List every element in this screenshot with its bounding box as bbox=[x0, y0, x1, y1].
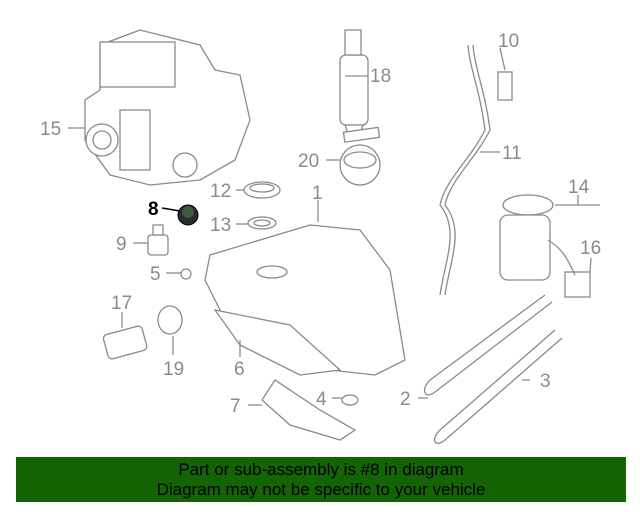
part-2-strap[interactable] bbox=[423, 294, 553, 396]
part-7-bracket[interactable] bbox=[261, 379, 357, 441]
part-10-11-fuel-lines[interactable] bbox=[439, 44, 513, 296]
callout-14: 14 bbox=[568, 177, 590, 198]
callout-10: 10 bbox=[498, 31, 519, 52]
part-5-grommet[interactable] bbox=[180, 268, 192, 280]
part-20-filter-bracket[interactable] bbox=[339, 126, 381, 186]
callout-18: 18 bbox=[370, 66, 391, 87]
part-3-strap[interactable] bbox=[433, 329, 563, 444]
part-19-bracket[interactable] bbox=[157, 305, 183, 335]
part-9-valve[interactable] bbox=[147, 224, 169, 256]
callout-12: 12 bbox=[210, 181, 231, 202]
callout-15: 15 bbox=[40, 119, 61, 140]
callout-4: 4 bbox=[316, 389, 327, 410]
part-13-seal[interactable] bbox=[247, 216, 277, 230]
callout-2: 2 bbox=[400, 389, 411, 410]
callout-1: 1 bbox=[312, 183, 323, 204]
callout-16: 16 bbox=[580, 238, 601, 259]
info-banner: Part or sub-assembly is #8 in diagram Di… bbox=[16, 457, 626, 502]
callout-7: 7 bbox=[230, 396, 241, 417]
part-15-injection-pump[interactable] bbox=[84, 29, 251, 186]
callout-8-highlighted[interactable]: 8 bbox=[148, 199, 159, 220]
callout-13: 13 bbox=[210, 215, 231, 236]
banner-line-2: Diagram may not be specific to your vehi… bbox=[156, 480, 486, 499]
part-17-filter[interactable] bbox=[102, 325, 148, 360]
callout-19: 19 bbox=[163, 359, 184, 380]
part-14-sending-unit[interactable] bbox=[499, 194, 591, 298]
banner-line-1: Part or sub-assembly is #8 in diagram bbox=[178, 460, 464, 479]
callout-5: 5 bbox=[150, 264, 161, 285]
part-18-fuel-filter[interactable] bbox=[339, 29, 369, 141]
callout-11: 11 bbox=[502, 143, 522, 164]
leader-lines bbox=[68, 47, 600, 406]
callout-6: 6 bbox=[234, 359, 245, 380]
part-8-cap[interactable] bbox=[177, 204, 199, 226]
callout-3: 3 bbox=[540, 371, 551, 392]
callout-9: 9 bbox=[116, 234, 127, 255]
callout-20: 20 bbox=[298, 151, 319, 172]
leader-line-8 bbox=[161, 207, 181, 212]
callout-17: 17 bbox=[111, 293, 132, 314]
part-6-heat-shield[interactable] bbox=[213, 309, 342, 376]
part-12-lock-ring[interactable] bbox=[243, 181, 281, 199]
part-4-clip[interactable] bbox=[341, 394, 359, 406]
